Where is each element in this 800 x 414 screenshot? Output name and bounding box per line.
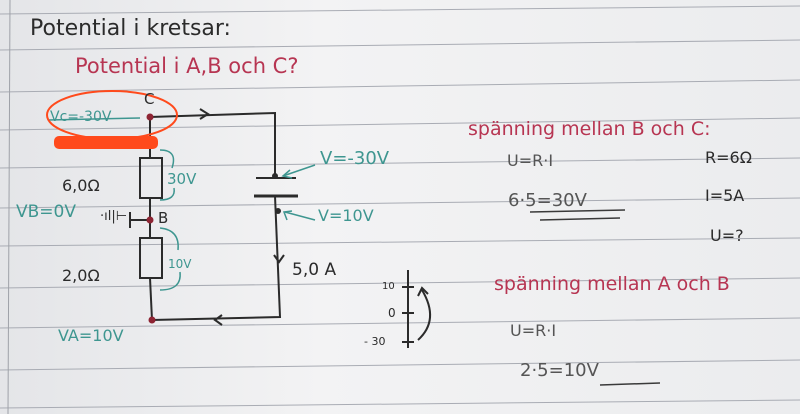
scale-mid: 0 — [388, 306, 396, 320]
current-arrow — [199, 108, 210, 120]
battery-top-label: V=-30V — [320, 148, 390, 169]
ab-heading: spänning mellan A och B — [494, 273, 730, 295]
resistor-2ohm — [139, 237, 163, 279]
r2-label: 2,0Ω — [62, 266, 100, 285]
wires — [129, 108, 431, 348]
bc-given-r: R=6Ω — [705, 148, 752, 167]
u1-label: 30V — [167, 170, 197, 188]
u2-label: 10V — [168, 257, 192, 271]
redaction-bar — [54, 136, 158, 149]
bc-given-u: U=? — [710, 226, 744, 245]
question: Potential i A,B och C? — [75, 54, 299, 78]
bc-heading: spänning mellan B och C: — [468, 118, 711, 140]
bc-result: 6·5=30V — [508, 190, 587, 211]
node-c-label: C — [144, 90, 155, 108]
vc-label: Vc=-30V — [50, 109, 112, 125]
arrow-curve — [417, 289, 431, 341]
current-label: 5,0 A — [292, 260, 337, 280]
ground-icon: ·ıl|⊢ — [100, 209, 128, 224]
r1-label: 6,0Ω — [62, 176, 100, 195]
va-label: VA=10V — [58, 326, 124, 345]
resistor-6ohm — [139, 157, 163, 199]
scale-bottom: - 30 — [364, 335, 386, 348]
page-title: Potential i kretsar: — [30, 16, 231, 41]
battery-bottom-label: V=10V — [318, 206, 374, 225]
ab-result: 2·5=10V — [520, 360, 599, 381]
annotation-brackets — [47, 117, 661, 386]
current-arrow — [213, 314, 223, 326]
node-b-label: B — [158, 209, 169, 227]
vb-label: VB=0V — [16, 202, 76, 222]
ab-formula: U=R·I — [510, 321, 557, 340]
bc-formula: U=R·I — [507, 151, 554, 170]
current-arrow — [273, 254, 285, 264]
scale-top: 10 — [382, 281, 395, 292]
nodes — [146, 113, 156, 324]
bc-given-i: I=5A — [705, 186, 745, 205]
